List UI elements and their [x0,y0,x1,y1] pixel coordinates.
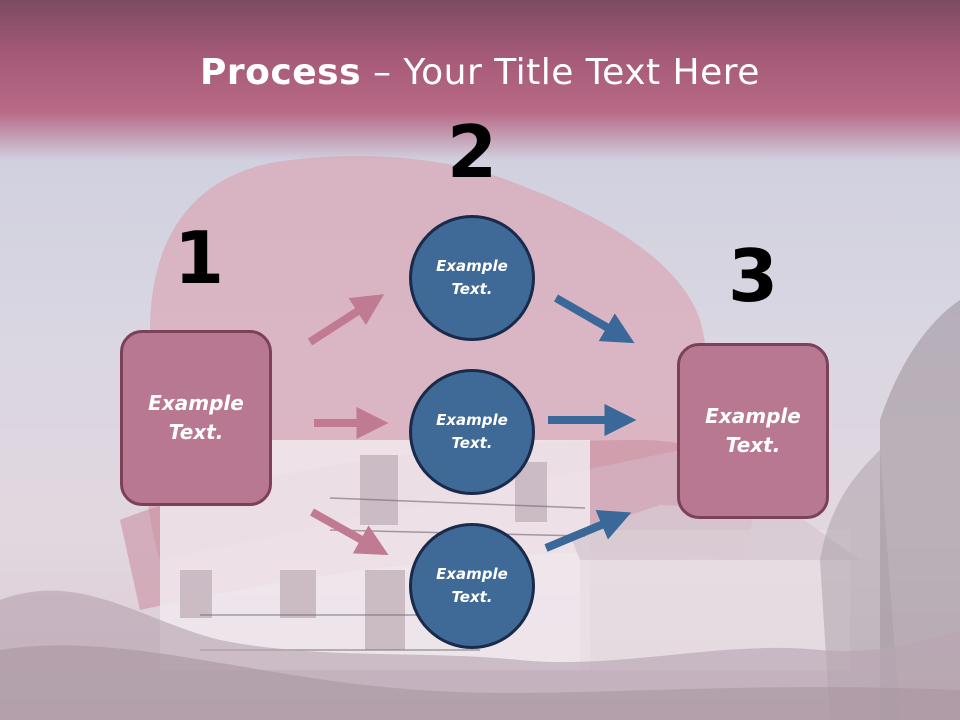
step-box-right: Example Text. [677,343,829,519]
title-band [0,0,960,160]
slide-title: Process – Your Title Text Here [0,52,960,93]
tree [880,300,960,720]
circle-bottom-text: Example Text. [436,565,508,606]
step-number-3: 3 [727,234,779,318]
circle-top-text: Example Text. [436,257,508,298]
window [365,570,405,650]
step-box-left-text: Example Text. [148,391,244,444]
step-box-left: Example Text. [120,330,272,506]
step-number-1: 1 [173,216,225,300]
circle-middle: Example Text. [409,369,535,495]
snowy-bushes [0,645,960,720]
window [180,570,212,618]
step-number-2: 2 [446,110,498,194]
title-bold: Process [200,52,362,93]
window [360,455,398,525]
window [280,570,316,618]
circle-top: Example Text. [409,215,535,341]
circle-bottom: Example Text. [409,523,535,649]
circle-middle-text: Example Text. [436,411,508,452]
step-box-right-text: Example Text. [705,404,801,457]
title-rest: – Your Title Text Here [361,52,760,93]
